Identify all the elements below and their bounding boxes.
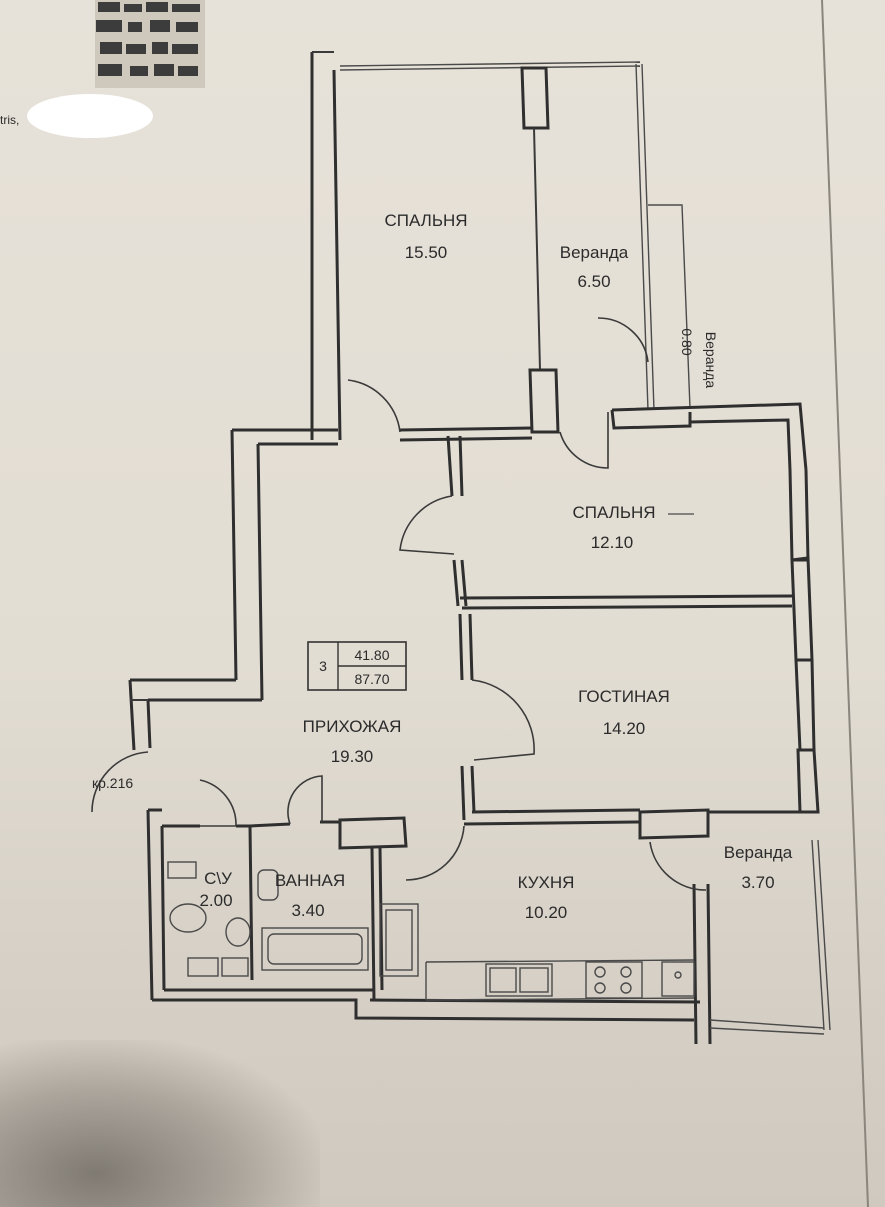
walls	[128, 51, 831, 1045]
kitchen-counter	[425, 959, 695, 1001]
bedroom1-area: 15.50	[405, 243, 448, 262]
room-labels: СПАЛЬНЯ 15.50 Веранда 6.50 0.80 Веранда …	[92, 211, 793, 922]
toilet-tank	[167, 861, 197, 879]
door-wc	[199, 779, 237, 827]
toilet-bowl	[169, 903, 207, 933]
door-bedroom2	[399, 495, 455, 555]
veranda2-area: 3.70	[741, 873, 774, 892]
wc-cabinet-right	[221, 957, 249, 977]
bathtub	[261, 927, 369, 971]
bedroom2-area: 12.10	[591, 533, 634, 552]
hall-area: 19.30	[331, 747, 374, 766]
door-kitchen	[405, 825, 465, 881]
kitchen-fridge	[661, 961, 695, 997]
kitchen-stove	[585, 961, 643, 999]
veranda-side-width: 0.80	[679, 328, 695, 355]
bath-area: 3.40	[291, 901, 324, 920]
bath-sink	[257, 869, 279, 901]
door-veranda1	[559, 412, 609, 469]
redaction-blur	[27, 94, 153, 138]
veranda1-name: Веранда	[560, 243, 629, 262]
living-area: 14.20	[603, 719, 646, 738]
kitchen-name: КУХНЯ	[518, 873, 575, 892]
wc-cabinet-left	[187, 957, 219, 977]
living-name: ГОСТИНАЯ	[578, 687, 670, 706]
summary-living-area: 41.80	[354, 647, 389, 663]
kitchen-sink	[485, 963, 553, 997]
photo-shadow	[0, 1040, 320, 1207]
bedroom2-name: СПАЛЬНЯ	[572, 503, 655, 522]
door-living	[471, 679, 535, 761]
door-entrance	[91, 751, 149, 813]
veranda2-name: Веранда	[724, 843, 793, 862]
summary-rooms-count: 3	[319, 658, 327, 674]
bath-name: ВАННАЯ	[275, 871, 345, 890]
doors	[91, 317, 707, 891]
hall-name: ПРИХОЖАЯ	[303, 717, 402, 736]
door-veranda-inner	[597, 317, 649, 363]
fixtures	[167, 861, 695, 1001]
wc-name: С\У	[204, 869, 232, 888]
key-plan-thumbnail	[95, 0, 205, 88]
veranda1-area: 6.50	[577, 272, 610, 291]
wc-sink	[225, 917, 251, 947]
door-bath	[287, 775, 323, 825]
wc-area: 2.00	[199, 891, 232, 910]
summary-total-area: 87.70	[354, 671, 389, 687]
area-summary-box: 3 41.80 87.70	[307, 641, 407, 691]
page-margin-line	[821, 0, 869, 1207]
door-veranda2	[649, 841, 707, 891]
header-fragment-text: tris,	[0, 113, 19, 127]
washer	[379, 903, 419, 977]
entrance-door-label: кр.216	[92, 775, 133, 791]
kitchen-area: 10.20	[525, 903, 568, 922]
bedroom1-name: СПАЛЬНЯ	[384, 211, 467, 230]
veranda-side-name: Веранда	[703, 332, 719, 389]
door-bedroom1	[347, 379, 401, 433]
